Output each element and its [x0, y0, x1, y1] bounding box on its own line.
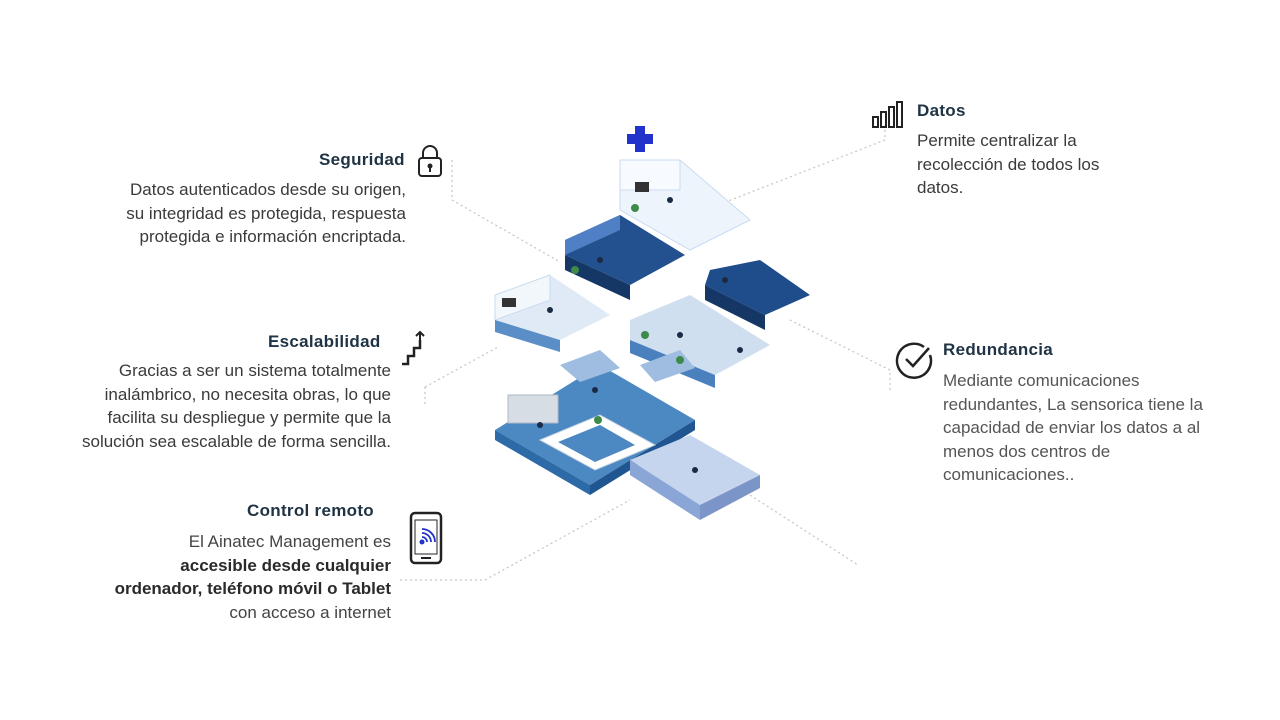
seguridad-description: Datos autenticados desde su origen, su i… [126, 178, 406, 249]
datos-title: Datos [917, 101, 966, 120]
escalabilidad-description: Gracias a ser un sistema totalmente inal… [82, 359, 391, 453]
escalabilidad-line: inalámbrico, no necesita obras, lo que [104, 384, 391, 404]
padlock-icon [416, 144, 444, 183]
redundancia-line: Mediante comunicaciones [943, 371, 1140, 390]
datos-line: datos. [917, 178, 964, 197]
smartphone-wireless-icon [409, 511, 443, 570]
redundancia-description: Mediante comunicaciones redundantes, La … [943, 369, 1203, 487]
control-remoto-description: El Ainatec Management es accesible desde… [115, 530, 391, 624]
escalabilidad-line: solución sea escalable de forma sencilla… [81, 431, 391, 451]
seguridad-line: protegida e información encriptada. [139, 227, 407, 246]
bar-chart-icon [871, 101, 907, 134]
redundancia-title: Redundancia [943, 340, 1054, 359]
control-remoto-line: accesible desde cualquier [180, 555, 391, 575]
escalabilidad-title: Escalabilidad [268, 332, 381, 351]
stairs-arrow-icon [400, 330, 428, 371]
redundancia-line: capacidad de enviar los datos a al [943, 418, 1201, 437]
seguridad-line: su integridad es protegida, respuesta [126, 203, 406, 223]
isometric-hospital-illustration [494, 126, 810, 520]
redundancia-line: comunicaciones.. [943, 465, 1075, 484]
control-remoto-title: Control remoto [247, 501, 374, 520]
medical-cross-icon [627, 126, 653, 152]
escalabilidad-line: facilita su despliegue y permite que la [107, 408, 392, 427]
redundancia-line: redundantes, La sensorica tiene la [943, 394, 1203, 414]
control-remoto-line: El Ainatec Management es [188, 532, 391, 551]
control-remoto-line: con acceso a internet [229, 602, 391, 622]
escalabilidad-line: Gracias a ser un sistema totalmente [118, 361, 391, 380]
seguridad-line: Datos autenticados desde su origen, [130, 180, 406, 199]
datos-line: Permite centralizar la [917, 131, 1077, 150]
datos-description: Permite centralizar la recolección de to… [917, 129, 1099, 200]
seguridad-title: Seguridad [319, 150, 405, 169]
redundancia-line: menos dos centros de [943, 441, 1111, 461]
control-remoto-line: ordenador, teléfono móvil o Tablet [114, 579, 391, 598]
datos-line: recolección de todos los [917, 154, 1100, 174]
check-circle-icon [894, 339, 936, 386]
